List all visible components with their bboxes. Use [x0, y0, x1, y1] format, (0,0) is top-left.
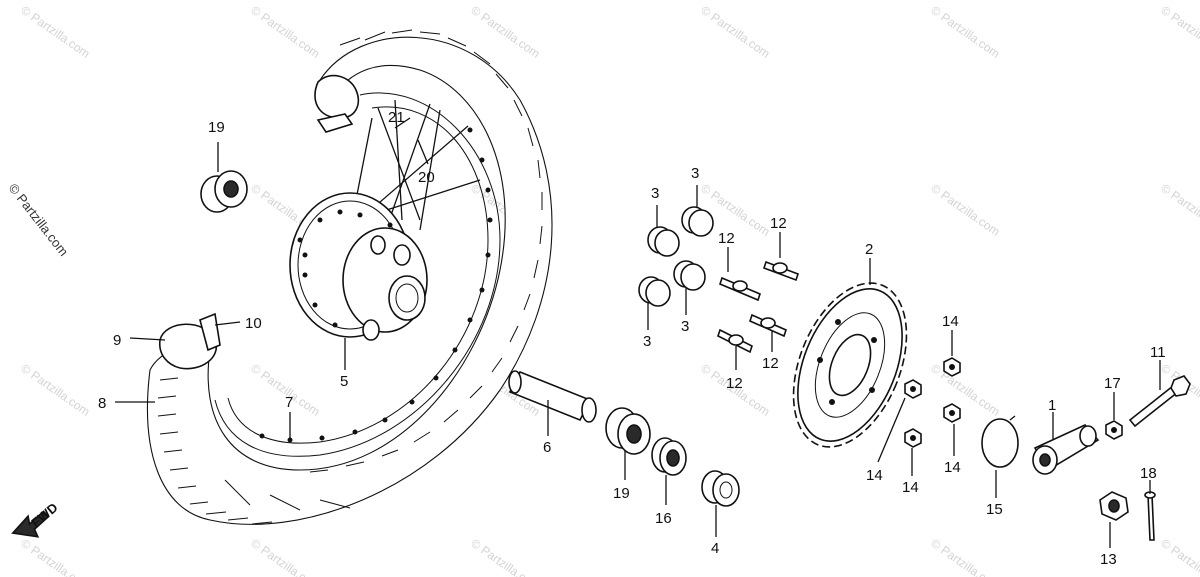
- leader-lines: [115, 117, 1161, 548]
- bearing-19-left: [200, 170, 248, 213]
- watermark: © Partzilla.com: [248, 536, 322, 577]
- axle-sleeve: [508, 370, 597, 423]
- callout-2: 2: [865, 241, 873, 258]
- oil-seal: [651, 437, 687, 476]
- callout-12: 12: [726, 375, 743, 392]
- nut: [904, 428, 922, 448]
- nut: [943, 403, 961, 423]
- sprocket-studs: [717, 260, 800, 354]
- damper-rubber: [681, 206, 714, 237]
- watermark: © Partzilla.com: [928, 361, 1002, 419]
- tube-cutaway-bottom: [158, 312, 221, 370]
- nut: [904, 379, 922, 399]
- watermark: © Partzilla.com: [928, 536, 1002, 577]
- callout-14: 14: [902, 479, 919, 496]
- callout-19: 19: [613, 485, 630, 502]
- callout-20: 20: [418, 169, 435, 186]
- damper-rubber: [647, 226, 680, 257]
- stud: [762, 260, 800, 282]
- nut: [943, 357, 961, 377]
- forward-arrow: FWD: [11, 500, 61, 538]
- callout-10: 10: [245, 315, 262, 332]
- callout-14: 14: [866, 467, 883, 484]
- callout-14: 14: [942, 313, 959, 330]
- callout-1: 1: [1048, 397, 1056, 414]
- callout-18: 18: [1140, 465, 1157, 482]
- callout-3: 3: [651, 185, 659, 202]
- lock-nut-17: [1105, 420, 1123, 440]
- callout-3: 3: [691, 165, 699, 182]
- watermark: © Partzilla.com: [18, 536, 92, 577]
- callout-11: 11: [1150, 344, 1166, 361]
- callout-12: 12: [718, 230, 735, 247]
- axle-nut: [1099, 491, 1129, 521]
- sprocket: [792, 282, 908, 448]
- nuts-14: [904, 357, 961, 448]
- watermark: © Partzilla.com: [1158, 536, 1200, 577]
- watermark-side: © Partzilla.com: [6, 181, 72, 259]
- callout-4: 4: [711, 540, 719, 557]
- rim: [214, 92, 501, 457]
- chain-adjuster: [1032, 424, 1100, 475]
- watermark: © Partzilla.com: [468, 3, 542, 61]
- watermark: © Partzilla.com: [18, 361, 92, 419]
- callout-6: 6: [543, 439, 551, 456]
- watermark: © Partzilla.com: [698, 3, 772, 61]
- callout-21: 21: [388, 109, 405, 126]
- tire: [147, 36, 553, 525]
- callout-12: 12: [770, 215, 787, 232]
- watermark: © Partzilla.com: [468, 536, 542, 577]
- collar: [701, 470, 740, 507]
- callout-5: 5: [340, 373, 348, 390]
- damper-rubbers: [638, 206, 714, 307]
- watermark: © Partzilla.com: [1158, 3, 1200, 61]
- watermark: © Partzilla.com: [18, 3, 92, 61]
- callout-7: 7: [285, 394, 293, 411]
- stud: [719, 276, 761, 302]
- spokes: [339, 99, 481, 231]
- watermark: © Partzilla.com: [248, 3, 322, 61]
- callout-8: 8: [98, 395, 106, 412]
- watermark: © Partzilla.com: [928, 181, 1002, 239]
- fwd-label: FWD: [28, 500, 60, 531]
- callout-12: 12: [762, 355, 779, 372]
- callout-3: 3: [643, 333, 651, 350]
- cotter-pin: [1144, 491, 1156, 541]
- watermark: © Partzilla.com: [928, 3, 1002, 61]
- callout-16: 16: [655, 510, 672, 527]
- callout-19: 19: [208, 119, 225, 136]
- callout-14: 14: [944, 459, 961, 476]
- callout-17: 17: [1104, 375, 1121, 392]
- stud: [749, 313, 787, 338]
- callout-15: 15: [986, 501, 1003, 518]
- damper-rubber: [673, 260, 706, 291]
- damper-rubber: [638, 276, 671, 307]
- tire-tread: [157, 29, 543, 525]
- bearing-19-center: [605, 407, 651, 455]
- stud: [717, 328, 753, 354]
- snap-ring: [981, 415, 1019, 468]
- callout-labels: 19 21 20 9 10 8 7 5 6 19 16 4 3 3 3 3 12…: [98, 109, 1166, 568]
- callout-13: 13: [1100, 551, 1117, 568]
- callout-9: 9: [113, 332, 121, 349]
- callout-3: 3: [681, 318, 689, 335]
- adjuster-bolt: [1128, 375, 1191, 428]
- watermark: © Partzilla.com: [1158, 181, 1200, 239]
- tube-cutaway-top: [314, 74, 360, 133]
- hub: [289, 192, 428, 341]
